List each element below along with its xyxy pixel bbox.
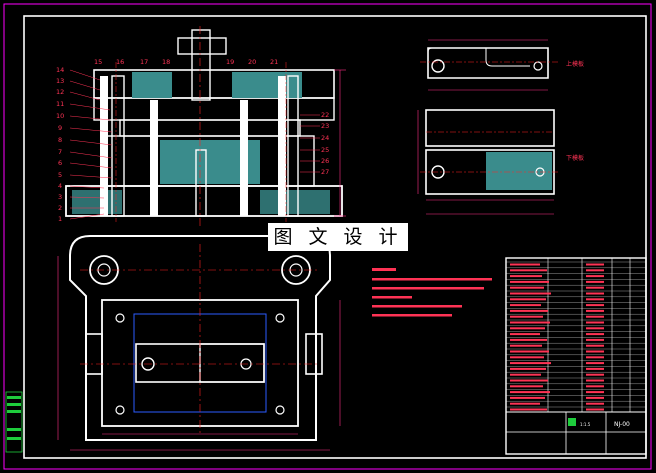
- drawing-number: NJ-00: [614, 421, 630, 428]
- part-number: 20: [248, 58, 256, 66]
- table-row-text: [510, 333, 540, 336]
- table-row-text: [510, 315, 543, 318]
- table-row-text: [510, 298, 546, 301]
- table-row-text: [586, 286, 604, 289]
- part-number: 5: [58, 171, 62, 179]
- part-number: 12: [56, 88, 64, 96]
- table-row-text: [510, 379, 548, 382]
- table-row-text: [510, 327, 545, 330]
- part-number: 1: [58, 215, 62, 223]
- table-row-text: [510, 344, 542, 347]
- part-number: 23: [321, 122, 329, 130]
- part-number: 3: [58, 193, 62, 201]
- part-numbers-top: 15 16 17 18 19 20 21: [94, 58, 278, 66]
- table-row-text: [586, 396, 604, 399]
- technical-notes: [372, 268, 492, 317]
- table-row-text: [510, 309, 548, 312]
- table-row-text: [510, 304, 541, 307]
- table-row-text: [510, 408, 547, 411]
- part-number: 16: [116, 58, 124, 66]
- table-row-text: [586, 280, 604, 283]
- table-row-text: [510, 286, 544, 289]
- part-numbers-left: 14 13 12 11 10 9 8 7 6 5 4 3 2 1: [56, 66, 64, 223]
- part-number: 21: [270, 58, 278, 66]
- table-row-text: [510, 275, 542, 278]
- table-row-text: [510, 373, 541, 376]
- part-number: 19: [226, 58, 234, 66]
- table-row-text: [586, 275, 604, 278]
- table-row-text: [586, 350, 604, 353]
- lower-template-part: 下模板: [417, 109, 584, 215]
- front-section-view: [65, 26, 346, 228]
- outer-frame: [3, 3, 652, 470]
- table-row-text: [510, 396, 545, 399]
- table-row-text: [510, 362, 551, 365]
- scale-label: 1:1.5: [580, 422, 591, 427]
- part-number: 9: [58, 124, 62, 132]
- part-number: 27: [321, 168, 329, 176]
- table-row-text: [510, 391, 550, 394]
- part-number: 25: [321, 146, 329, 154]
- plan-view: [57, 235, 341, 451]
- lower-template-label: 下模板: [566, 154, 584, 162]
- table-row-text: [586, 391, 604, 394]
- part-number: 11: [56, 100, 64, 108]
- table-row-text: [510, 385, 543, 388]
- inner-frame: [23, 15, 647, 459]
- table-row-text: [586, 327, 604, 330]
- table-row-text: [586, 344, 604, 347]
- table-row-text: [510, 269, 547, 272]
- table-row-text: [586, 338, 604, 341]
- table-row-text: [510, 263, 540, 266]
- part-numbers-right: 22 23 24 25 26 27: [321, 111, 329, 176]
- table-row-text: [586, 362, 604, 365]
- part-number: 4: [58, 182, 62, 190]
- part-number: 26: [321, 157, 329, 165]
- table-row-text: [586, 315, 604, 318]
- table-row-text: [586, 373, 604, 376]
- table-row-text: [586, 304, 604, 307]
- part-number: 8: [58, 136, 62, 144]
- part-number: 2: [58, 204, 62, 212]
- table-row-text: [586, 263, 604, 266]
- table-row-text: [586, 333, 604, 336]
- table-row-text: [510, 321, 550, 324]
- part-number: 10: [56, 112, 64, 120]
- left-margin-markers: [5, 391, 23, 453]
- table-row-text: [586, 356, 604, 359]
- table-row-text: [586, 292, 604, 295]
- table-row-text: [586, 402, 604, 405]
- table-row-text: [586, 408, 604, 411]
- table-row-text: [586, 379, 604, 382]
- table-row-text: [510, 292, 551, 295]
- table-row-text: [586, 269, 604, 272]
- table-row-text: [510, 402, 540, 405]
- table-row-text: [510, 367, 546, 370]
- part-number: 17: [140, 58, 148, 66]
- watermark: 图 文 设 计: [268, 223, 408, 251]
- part-number: 22: [321, 111, 329, 119]
- table-row-text: [510, 350, 549, 353]
- upper-template-label: 上模板: [566, 60, 584, 68]
- table-row-text: [586, 321, 604, 324]
- upper-template-part: 上模板: [420, 39, 584, 91]
- part-number: 13: [56, 77, 64, 85]
- part-number: 18: [162, 58, 170, 66]
- part-number: 15: [94, 58, 102, 66]
- part-number: 6: [58, 159, 62, 167]
- table-row-text: [510, 280, 549, 283]
- table-row-text: [510, 338, 547, 341]
- part-number: 24: [321, 134, 329, 142]
- table-row-text: [510, 356, 544, 359]
- parts-list-table: 1:1.5 NJ-00: [505, 257, 647, 455]
- table-row-text: [586, 309, 604, 312]
- part-number: 7: [58, 148, 62, 156]
- table-row-text: [586, 367, 604, 370]
- part-number: 14: [56, 66, 64, 74]
- table-row-text: [586, 298, 604, 301]
- table-row-text: [586, 385, 604, 388]
